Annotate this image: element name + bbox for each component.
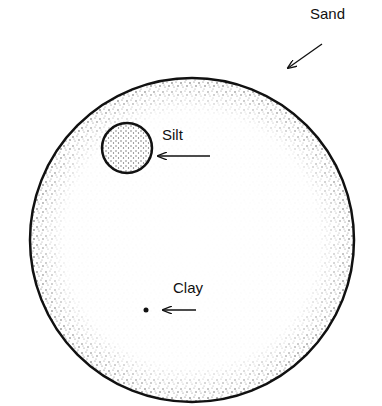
clay-particle bbox=[144, 308, 149, 313]
label-holder: Clay bbox=[173, 280, 203, 297]
sand-label: Sand bbox=[310, 6, 345, 23]
silt-label: Silt bbox=[162, 127, 183, 144]
clay-leader-arrow bbox=[163, 309, 196, 310]
label-holder: Sand bbox=[310, 6, 345, 23]
silt-leader-arrow bbox=[158, 155, 210, 156]
clay-label: Clay bbox=[173, 280, 203, 297]
sand-leader-arrow bbox=[288, 44, 322, 68]
silt-grain bbox=[102, 123, 152, 173]
label-holder: Silt bbox=[162, 127, 183, 144]
sand-grain bbox=[30, 78, 354, 402]
